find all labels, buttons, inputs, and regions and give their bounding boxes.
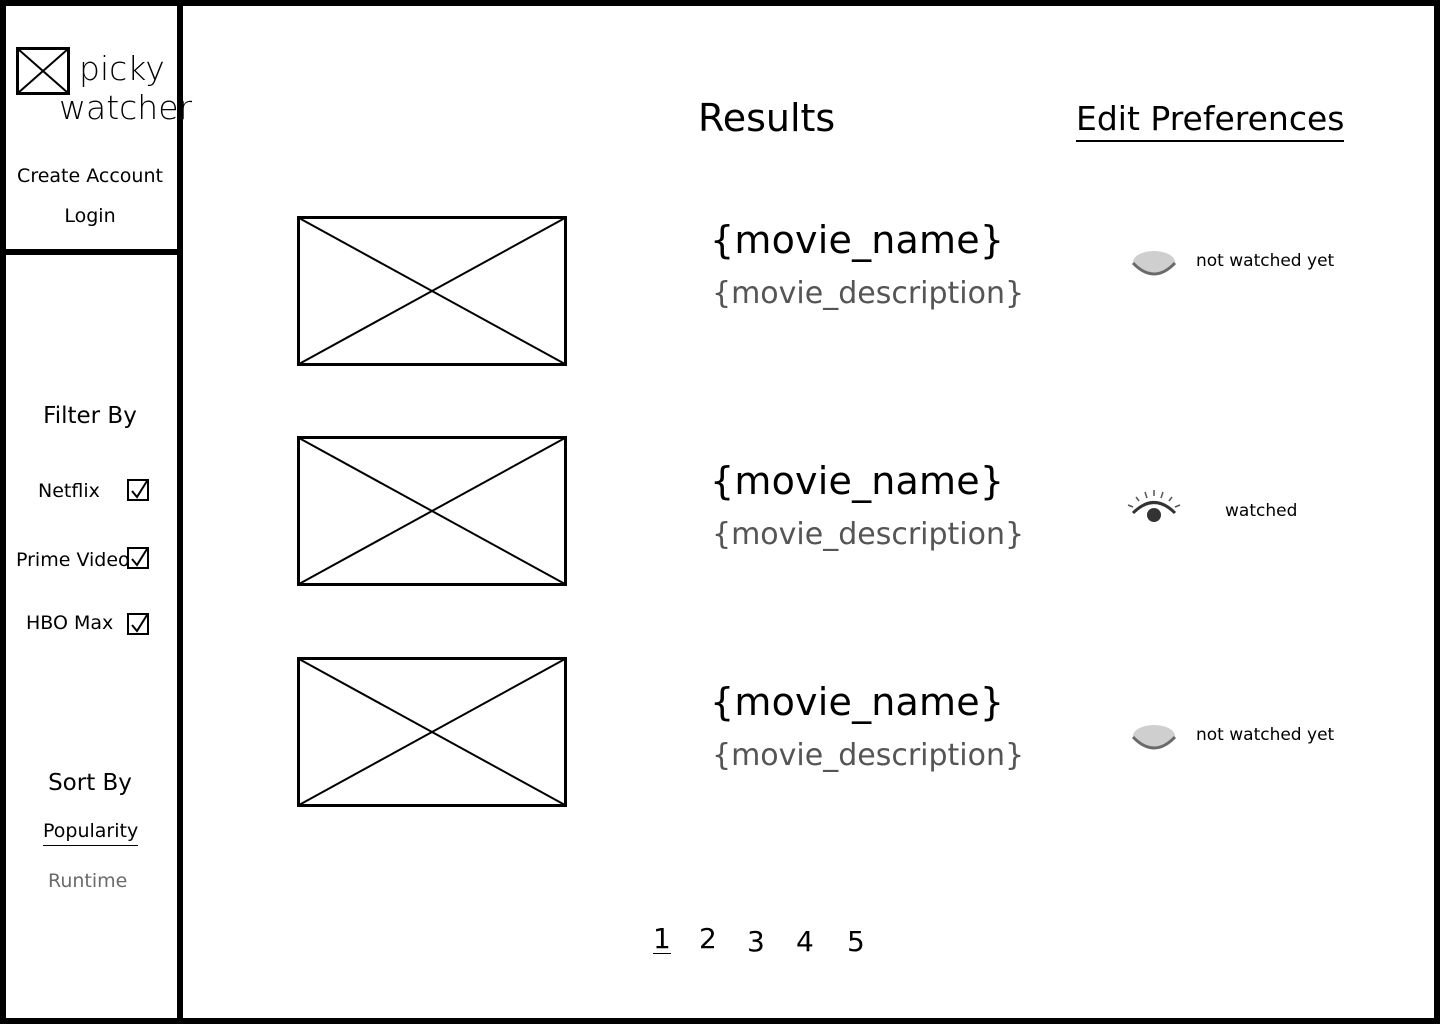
login-link[interactable]: Login: [64, 205, 116, 227]
netflix-checkbox[interactable]: [127, 479, 149, 501]
checkmark-icon: [131, 480, 148, 499]
sort-popularity[interactable]: Popularity: [43, 820, 139, 846]
page-link-3[interactable]: 3: [747, 925, 765, 958]
movie-description: {movie_description}: [712, 738, 1025, 773]
sidebar-divider: [177, 0, 183, 1024]
movie-name[interactable]: {movie_name}: [710, 218, 1005, 262]
page-link-4[interactable]: 4: [796, 925, 814, 958]
logo-placeholder-icon: [16, 47, 70, 95]
prime-video-checkbox[interactable]: [127, 547, 149, 569]
checkmark-icon: [131, 548, 148, 567]
watch-status-label: watched: [1225, 501, 1298, 521]
movie-thumbnail-placeholder[interactable]: [297, 216, 567, 366]
sort-runtime[interactable]: Runtime: [48, 870, 128, 892]
filter-label-prime-video: Prime Video: [16, 549, 130, 571]
create-account-link[interactable]: Create Account: [17, 165, 163, 187]
filter-label-hbo-max: HBO Max: [26, 612, 114, 634]
closed-eye-icon[interactable]: [1129, 721, 1179, 753]
sort-title: Sort By: [48, 770, 132, 796]
edit-preferences-link[interactable]: Edit Preferences: [1076, 99, 1345, 142]
filter-label-netflix: Netflix: [38, 480, 100, 502]
movie-name[interactable]: {movie_name}: [710, 680, 1005, 724]
movie-thumbnail-placeholder[interactable]: [297, 436, 567, 586]
watch-status-label: not watched yet: [1196, 251, 1335, 271]
hbo-max-checkbox[interactable]: [127, 613, 149, 635]
brand-line2: watcher: [59, 88, 193, 127]
page-link-2[interactable]: 2: [699, 922, 717, 955]
filter-title: Filter By: [43, 403, 137, 429]
brand-line1: picky: [79, 49, 165, 88]
movie-name[interactable]: {movie_name}: [710, 459, 1005, 503]
page-title: Results: [698, 96, 836, 140]
movie-thumbnail-placeholder[interactable]: [297, 657, 567, 807]
eye-icon[interactable]: [1125, 488, 1183, 526]
closed-eye-icon[interactable]: [1129, 247, 1179, 279]
movie-description: {movie_description}: [712, 276, 1025, 311]
movie-description: {movie_description}: [712, 517, 1025, 552]
checkmark-icon: [131, 614, 148, 633]
sidebar-section-divider: [0, 249, 180, 255]
page-link-1[interactable]: 1: [653, 922, 671, 955]
watch-status-label: not watched yet: [1196, 725, 1335, 745]
page-link-5[interactable]: 5: [847, 925, 865, 958]
